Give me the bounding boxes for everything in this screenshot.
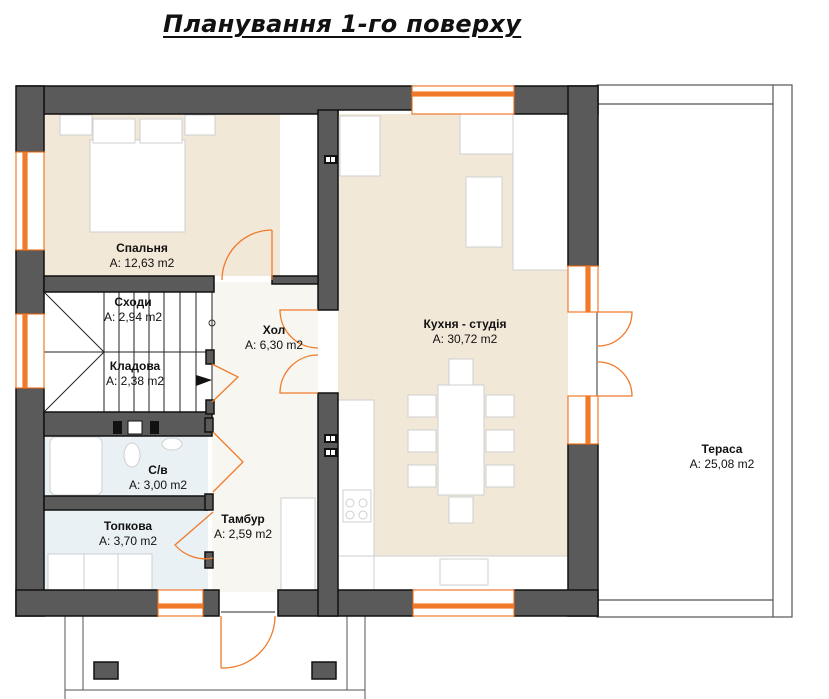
double-bed — [89, 139, 186, 233]
boiler-cabinet-2 — [83, 553, 119, 591]
window-bedroom-left — [15, 151, 45, 251]
sofa-side — [512, 113, 569, 271]
dining-chair-l2 — [407, 429, 437, 453]
svg-text:Сходи: Сходи — [114, 295, 151, 309]
fridge — [339, 115, 381, 177]
door-bedroom[interactable] — [221, 229, 273, 281]
vent-icon — [150, 421, 159, 434]
svg-text:A: 2,38 m2: A: 2,38 m2 — [106, 374, 164, 388]
svg-text:A: 3,70 m2: A: 3,70 m2 — [99, 534, 157, 548]
windows — [15, 85, 599, 617]
wardrobe — [280, 114, 316, 278]
dining-chair-l1 — [407, 394, 437, 418]
hall-bench — [280, 497, 316, 591]
svg-text:Кладова: Кладова — [110, 359, 161, 373]
sink — [439, 558, 489, 586]
svg-text:A: 30,72 m2: A: 30,72 m2 — [433, 332, 498, 346]
walls — [15, 85, 599, 617]
svg-text:Хол: Хол — [263, 323, 286, 337]
svg-text:Спальня: Спальня — [116, 241, 168, 255]
nightstand-left — [59, 114, 93, 136]
svg-text:A: 25,08 m2: A: 25,08 m2 — [690, 457, 755, 471]
washbasin — [161, 437, 183, 451]
coffee-table — [465, 176, 503, 248]
porch-column-right — [311, 661, 337, 680]
vent-icon — [113, 421, 122, 434]
furniture — [47, 113, 569, 591]
door-terrace-double[interactable] — [597, 311, 633, 397]
window-stairs-left — [15, 313, 45, 389]
svg-text:Топкова: Топкова — [104, 519, 153, 533]
plan-title: Планування 1-го поверху — [163, 10, 522, 38]
window-boiler-bottom — [157, 589, 204, 617]
dining-chair-top — [448, 358, 474, 386]
window-terrace-upper — [567, 265, 599, 313]
vent-icons — [113, 155, 338, 457]
door-boiler[interactable] — [174, 511, 214, 560]
terrace-outline — [596, 84, 793, 618]
doors — [174, 229, 633, 669]
door-bathroom[interactable] — [212, 431, 244, 493]
svg-text:A: 2,59 m2: A: 2,59 m2 — [214, 527, 272, 541]
svg-text:A: 6,30 m2: A: 6,30 m2 — [245, 338, 303, 352]
svg-text:Кухня - студія: Кухня - студія — [424, 317, 507, 331]
terrace-floor[interactable] — [598, 86, 774, 614]
boiler-cabinet-3 — [117, 553, 153, 591]
stairs-arrow-icon — [196, 375, 212, 386]
label-bathroom: С/вA: 3,00 m2 — [129, 463, 187, 492]
dining-chair-r1 — [485, 394, 515, 418]
door-kitchen-double[interactable] — [279, 309, 319, 394]
window-terrace-lower — [567, 395, 599, 445]
nightstand-right — [184, 114, 216, 136]
svg-text:Тераса: Тераса — [702, 442, 743, 456]
dining-chair-bottom — [448, 496, 474, 524]
dining-table — [437, 384, 485, 496]
svg-text:С/в: С/в — [148, 463, 167, 477]
dining-chair-r3 — [485, 464, 515, 488]
toilet — [123, 442, 141, 468]
window-kitchen-bottom — [412, 589, 515, 617]
boiler-cabinet-1 — [47, 553, 85, 591]
shower-tray — [49, 436, 103, 496]
svg-text:A: 2,94 m2: A: 2,94 m2 — [104, 310, 162, 324]
dining-chair-l3 — [407, 464, 437, 488]
window-kitchen-top — [411, 85, 515, 115]
porch-column-left — [93, 661, 119, 680]
kitchen-counter-left — [337, 399, 375, 557]
door-entrance[interactable] — [220, 611, 276, 669]
svg-text:A: 12,63 m2: A: 12,63 m2 — [110, 256, 175, 270]
door-storage[interactable] — [211, 363, 240, 403]
pillow-left — [92, 118, 136, 144]
porch — [64, 616, 366, 699]
svg-text:A: 3,00 m2: A: 3,00 m2 — [129, 478, 187, 492]
dining-chair-r2 — [485, 429, 515, 453]
pillow-right — [139, 118, 183, 144]
svg-text:Тамбур: Тамбур — [221, 512, 265, 526]
